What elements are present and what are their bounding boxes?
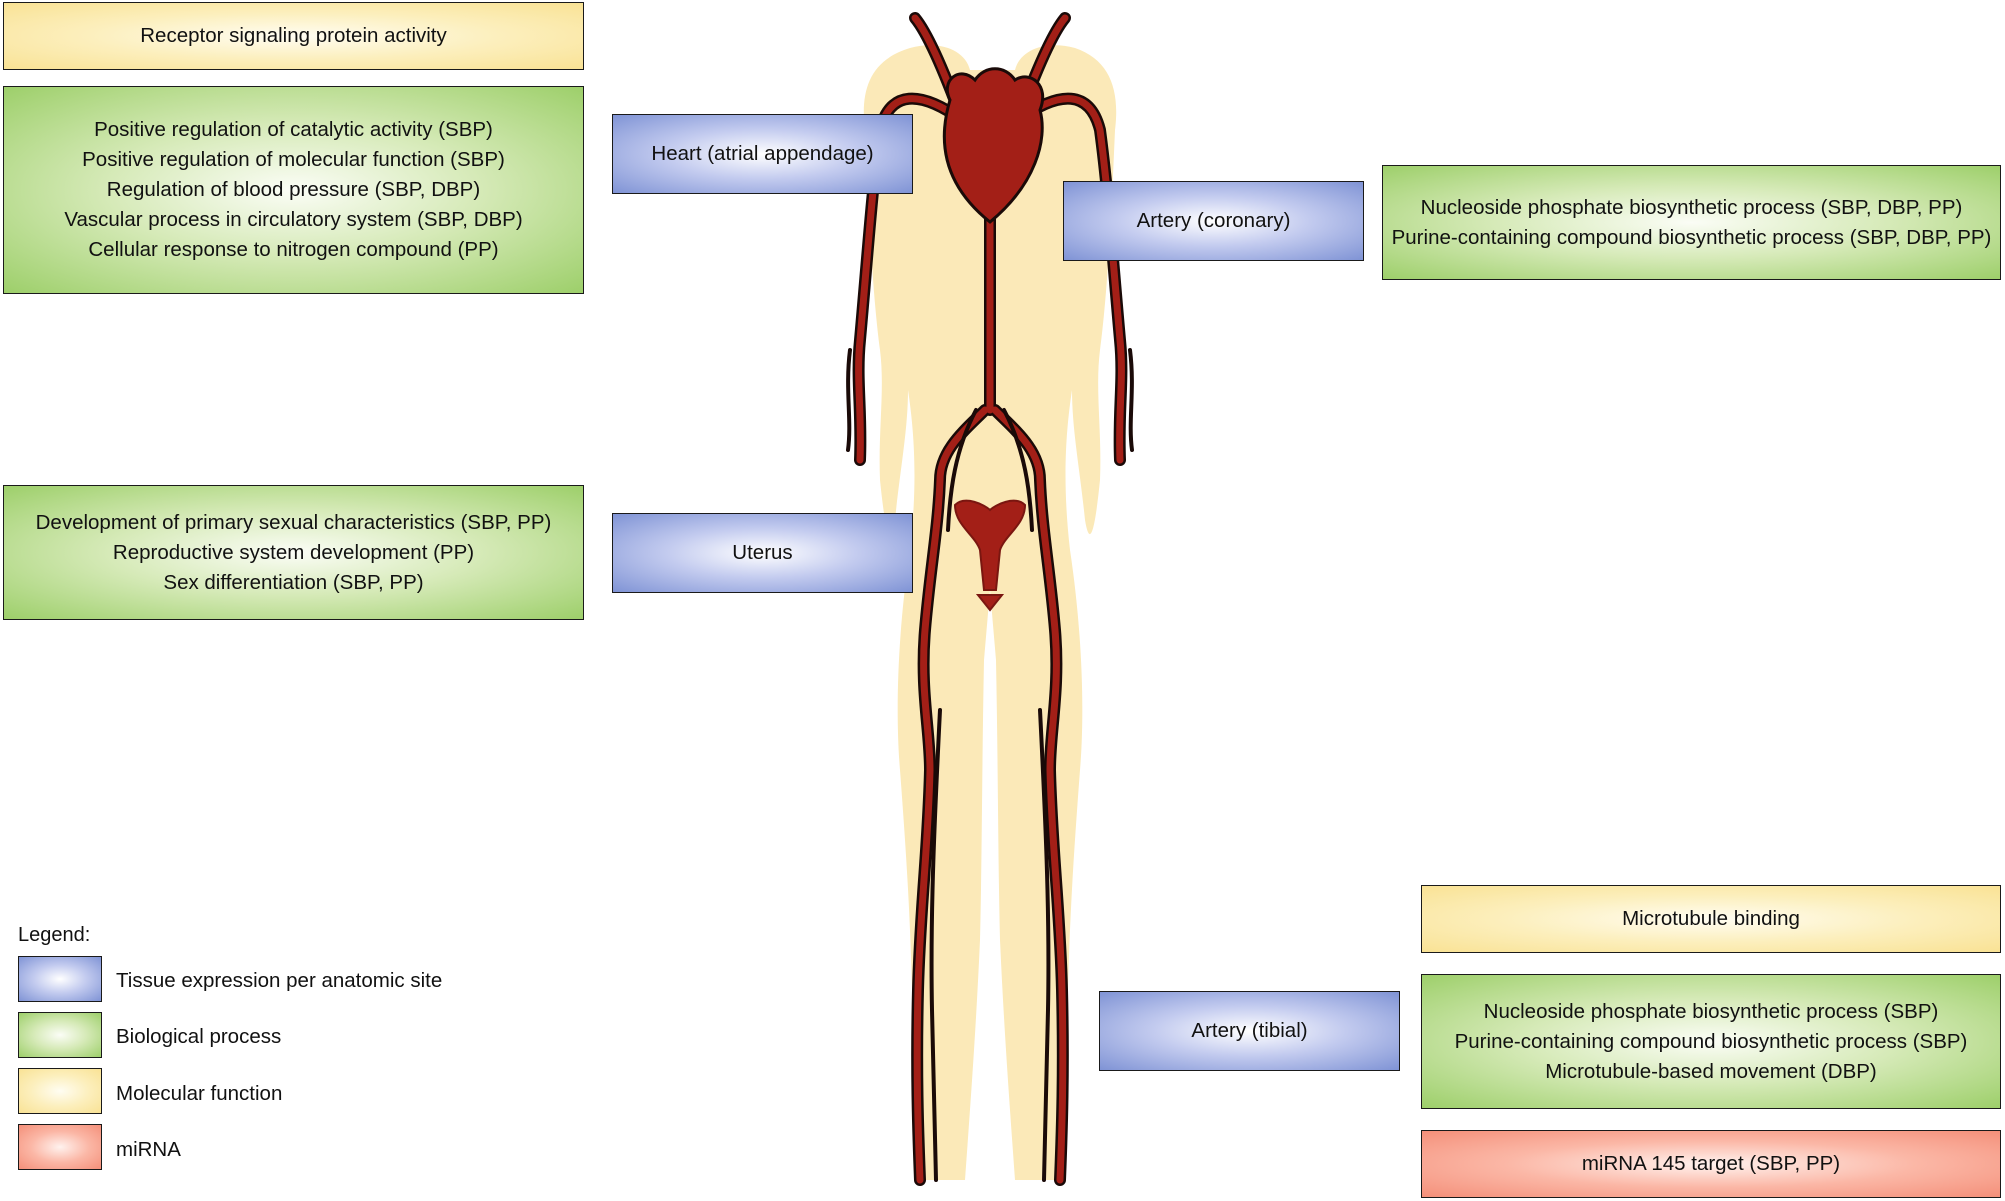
coronary-biological-process-box: Nucleoside phosphate biosynthetic proces…	[1382, 165, 2001, 280]
tissue-heart-label: Heart (atrial appendage)	[651, 142, 874, 165]
heart-organ	[942, 67, 1045, 224]
heart-molecular-function-box: Receptor signaling protein activity	[3, 2, 584, 70]
uterus-biological-process-box: Development of primary sexual characteri…	[3, 485, 584, 620]
annotation-line: Reproductive system development (PP)	[112, 540, 475, 564]
tissue-coronary-label: Artery (coronary)	[1136, 209, 1291, 232]
annotation-line: Regulation of blood pressure (SBP, DBP)	[106, 178, 481, 201]
annotation-line: Microtubule binding	[1622, 907, 1800, 930]
legend-label-biological-process: Biological process	[116, 1025, 282, 1048]
tibial-biological-process-box: Nucleoside phosphate biosynthetic proces…	[1421, 974, 2001, 1109]
tissue-uterus-label: Uterus	[732, 541, 793, 564]
body-figure	[846, 12, 1134, 1186]
legend-label-mirna: miRNA	[116, 1138, 181, 1161]
legend-swatch-mirna	[18, 1124, 102, 1170]
annotation-line: Development of primary sexual characteri…	[35, 510, 552, 534]
legend-title: Legend:	[18, 924, 91, 946]
annotation-line: Purine-containing compound biosynthetic …	[1454, 1029, 1968, 1053]
annotation-line: Sex differentiation (SBP, PP)	[163, 570, 424, 594]
tissue-uterus-box: Uterus	[612, 513, 913, 593]
annotation-line: Purine-containing compound biosynthetic …	[1391, 225, 1992, 249]
tissue-tibial-box: Artery (tibial)	[1099, 991, 1400, 1071]
annotation-line: Cellular response to nitrogen compound (…	[88, 238, 499, 261]
tissue-heart-box: Heart (atrial appendage)	[612, 114, 913, 194]
tissue-coronary-box: Artery (coronary)	[1063, 181, 1364, 261]
legend-swatch-molecular-function	[18, 1068, 102, 1114]
legend-swatch-tissue	[18, 956, 102, 1002]
annotation-line: Positive regulation of catalytic activit…	[94, 118, 493, 141]
heart-biological-process-box: Positive regulation of catalytic activit…	[3, 86, 584, 294]
annotation-line: Nucleoside phosphate biosynthetic proces…	[1420, 195, 1963, 219]
annotation-line: Vascular process in circulatory system (…	[64, 208, 523, 231]
legend-label-molecular-function: Molecular function	[116, 1082, 283, 1105]
annotation-line: Positive regulation of molecular functio…	[82, 148, 505, 171]
annotation-line: miRNA 145 target (SBP, PP)	[1581, 1152, 1841, 1175]
annotation-line: Nucleoside phosphate biosynthetic proces…	[1483, 999, 1939, 1023]
legend-label-tissue: Tissue expression per anatomic site	[116, 969, 443, 992]
uterus-organ	[953, 499, 1027, 612]
annotation-line: Receptor signaling protein activity	[140, 24, 447, 47]
tibial-mirna-box: miRNA 145 target (SBP, PP)	[1421, 1130, 2001, 1198]
tissue-tibial-label: Artery (tibial)	[1191, 1019, 1308, 1042]
tibial-molecular-function-box: Microtubule binding	[1421, 885, 2001, 953]
annotation-line: Microtubule-based movement (DBP)	[1545, 1059, 1877, 1083]
legend-swatch-biological-process	[18, 1012, 102, 1058]
